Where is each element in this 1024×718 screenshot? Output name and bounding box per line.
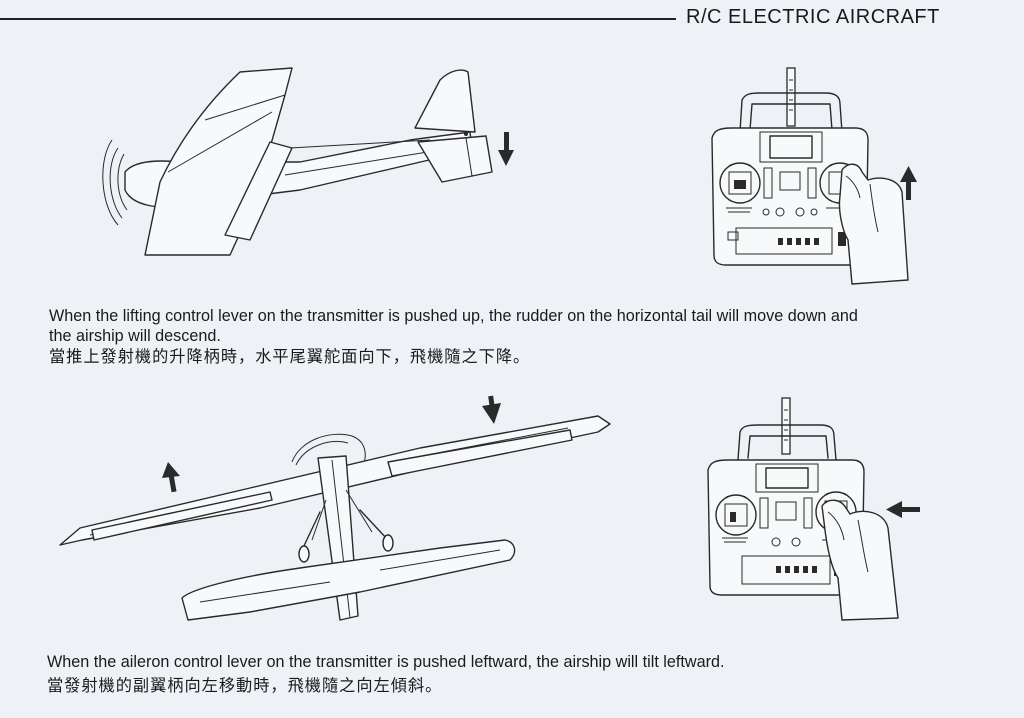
section-2-caption-en: When the aileron control lever on the tr… [47, 652, 725, 672]
page-header-title: R/C ELECTRIC AIRCRAFT [686, 6, 940, 28]
section-1-caption-zh: 當推上發射機的升降柄時，水平尾翼舵面向下，飛機隨之下降。 [49, 347, 530, 367]
section-1-caption-en-line2: the airship will descend. [49, 327, 221, 345]
hand-illustration [838, 163, 909, 285]
section-1-caption-en: When the lifting control lever on the tr… [49, 306, 858, 346]
airplane-front-illustration [59, 415, 611, 621]
section-2-caption-zh-text: 當發射機的副翼柄向左移動時，飛機隨之向左傾斜。 [47, 677, 443, 695]
section-2-caption-zh: 當發射機的副翼柄向左移動時，飛機隨之向左傾斜。 [47, 676, 442, 696]
section-1-caption-zh-text: 當推上發射機的升降柄時，水平尾翼舵面向下，飛機隨之下降。 [49, 348, 531, 366]
hand-illustration [821, 499, 899, 621]
arrow-down-icon [482, 395, 501, 424]
transmitter-illustration [711, 67, 869, 266]
arrow-up-icon [162, 462, 180, 493]
section-1-caption-en-line1: When the lifting control lever on the tr… [49, 307, 858, 325]
arrow-down-icon [498, 132, 514, 166]
section-2-caption-en-text: When the aileron control lever on the tr… [47, 653, 725, 671]
arrow-up-icon [900, 166, 917, 200]
header-rule [0, 18, 676, 20]
arrow-left-icon [886, 501, 920, 518]
airplane-side-illustration [102, 67, 493, 256]
